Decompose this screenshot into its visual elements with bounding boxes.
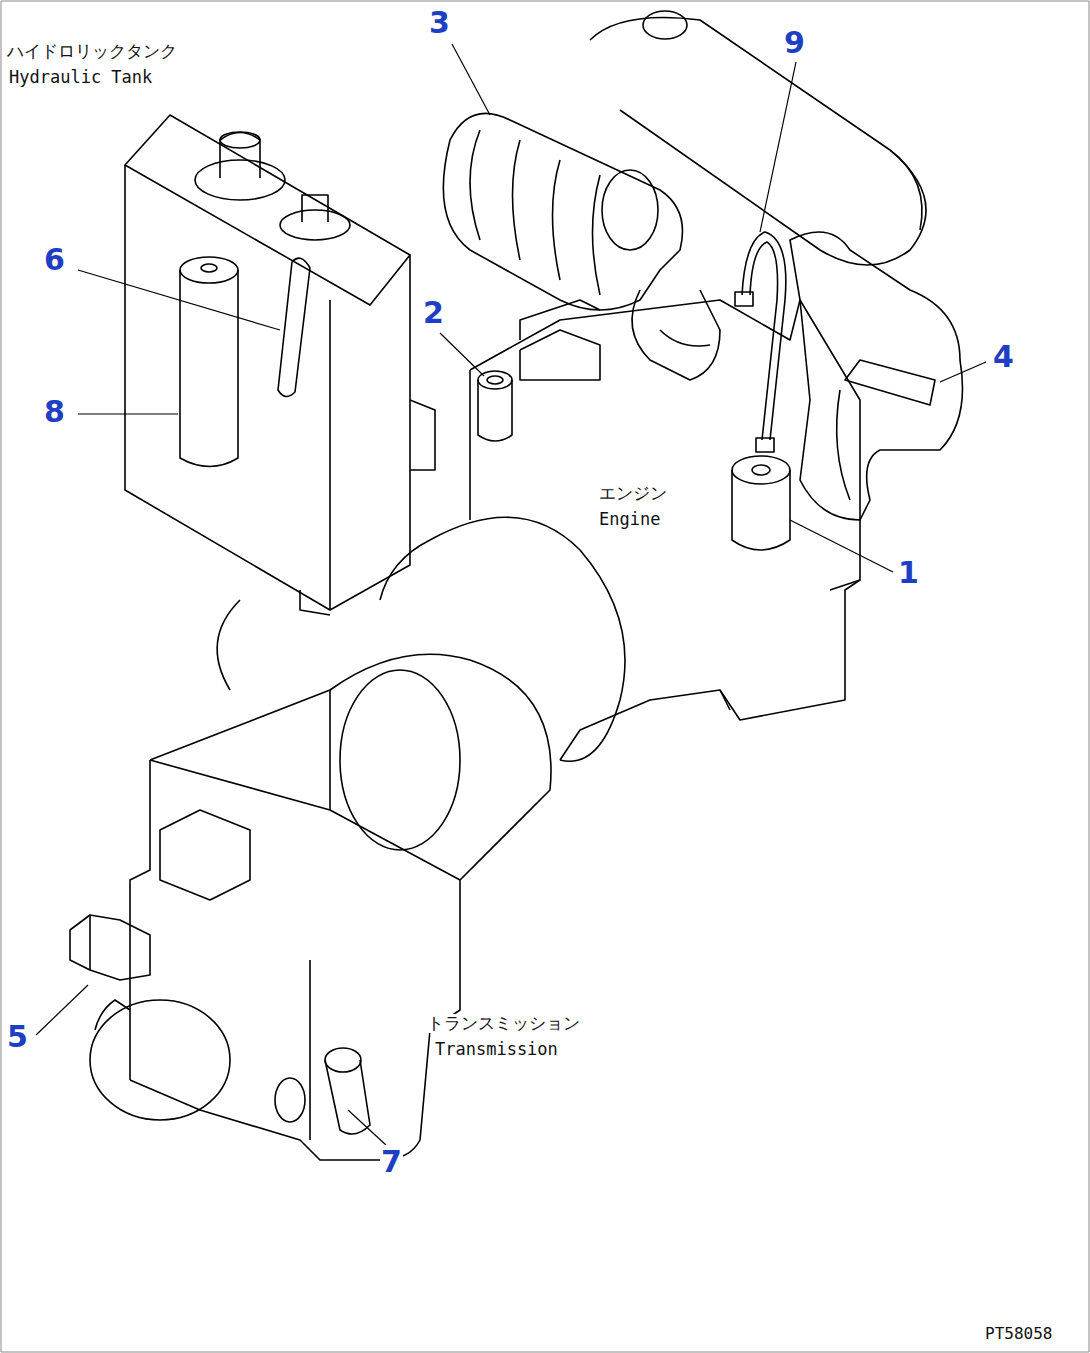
part-label: PT58058 [984, 1325, 1053, 1343]
callout-number: 4 [992, 340, 1015, 373]
callout-number: 2 [422, 296, 445, 329]
part-label: Transmission [434, 1040, 559, 1059]
callout-number: 6 [43, 243, 66, 276]
part-label: エンジン [598, 484, 668, 503]
callout-number: 9 [783, 26, 806, 59]
callout-number: 3 [428, 6, 451, 39]
callout-number: 1 [897, 556, 920, 589]
part-label: Hydraulic Tank [8, 68, 153, 87]
part-label: トランスミッション [426, 1014, 581, 1033]
callout-number: 5 [6, 1020, 29, 1053]
callout-number: 8 [43, 395, 66, 428]
part-label: Engine [598, 510, 661, 529]
callout-number: 7 [380, 1145, 403, 1178]
part-label: ハイドロリックタンク [6, 42, 178, 61]
